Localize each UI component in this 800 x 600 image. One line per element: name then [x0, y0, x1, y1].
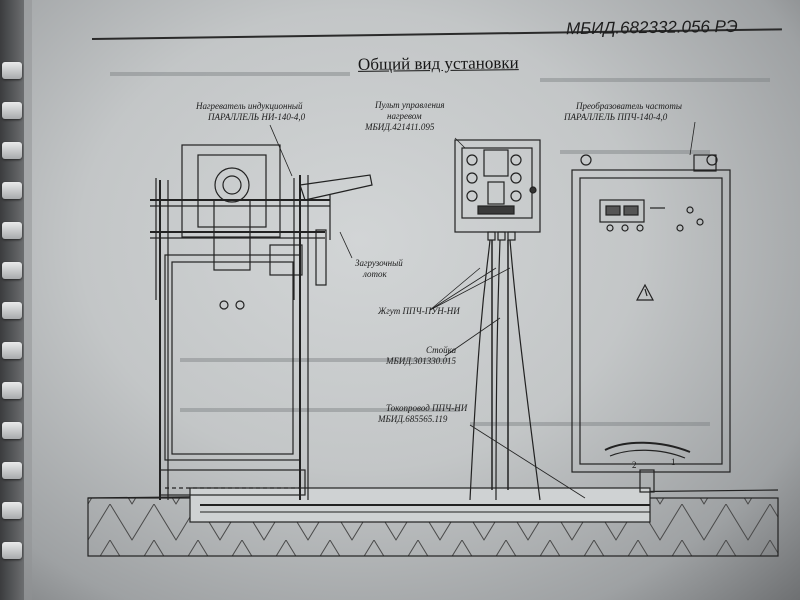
label-control-panel-line2: нагревом: [387, 111, 422, 121]
binding-ring: [2, 62, 22, 79]
label-converter: Преобразователь частоты ПАРАЛЛЕЛЬ ППЧ-14…: [564, 101, 682, 123]
label-stand-line1: Стойка: [426, 345, 457, 355]
binding-ring: [2, 222, 22, 239]
binding-ring: [2, 462, 22, 479]
binding-ring: [2, 142, 22, 159]
label-busbar: Токопровод ППЧ-НИ МБИД.685565.119: [378, 403, 467, 425]
label-busbar-line2: МБИД.685565.119: [378, 414, 448, 424]
leader-lines: [269, 121, 696, 499]
frequency-converter: [571, 154, 731, 493]
label-busbar-line1: Токопровод ППЧ-НИ: [386, 403, 468, 413]
label-heater: Нагреватель индукционный ПАРАЛЛЕЛЬ НИ-14…: [196, 101, 305, 123]
binding-ring: [2, 502, 22, 519]
binding-ring: [2, 342, 22, 359]
induction-heater: [150, 144, 373, 500]
label-converter-line2: ПАРАЛЛЕЛЬ ППЧ-140-4,0: [564, 112, 668, 122]
binding-ring: [2, 182, 22, 199]
label-tray-line2: лоток: [363, 269, 387, 279]
marker-1: 1: [671, 457, 676, 467]
label-harness-line1: Жгут ППЧ-ПУН-НИ: [378, 306, 460, 316]
spiral-binding: [0, 0, 24, 600]
label-tray: Загрузочный лоток: [355, 258, 403, 280]
label-stand: Стойка МБИД.301330.015: [386, 345, 456, 367]
label-converter-line1: Преобразователь частоты: [576, 101, 682, 111]
binding-ring: [2, 542, 22, 559]
label-control-panel-line3: МБИД.421411.095: [365, 122, 435, 132]
binding-ring: [2, 382, 22, 399]
label-control-panel: Пульт управления нагревом МБИД.421411.09…: [365, 100, 445, 133]
label-heater-line1: Нагреватель индукционный: [196, 101, 303, 111]
binding-ring: [2, 302, 22, 319]
label-heater-line2: ПАРАЛЛЕЛЬ НИ-140-4,0: [208, 112, 306, 122]
floor-foundation: [87, 487, 779, 557]
binding-ring: [2, 102, 22, 119]
label-harness: Жгут ППЧ-ПУН-НИ: [378, 306, 460, 317]
marker-2: 2: [632, 460, 637, 470]
label-control-panel-line1: Пульт управления: [375, 100, 445, 110]
control-panel: [454, 139, 541, 501]
label-stand-line2: МБИД.301330.015: [386, 356, 457, 366]
label-tray-line1: Загрузочный: [355, 258, 403, 268]
page-edge: [24, 0, 32, 600]
binding-ring: [2, 422, 22, 439]
binding-ring: [2, 262, 22, 279]
